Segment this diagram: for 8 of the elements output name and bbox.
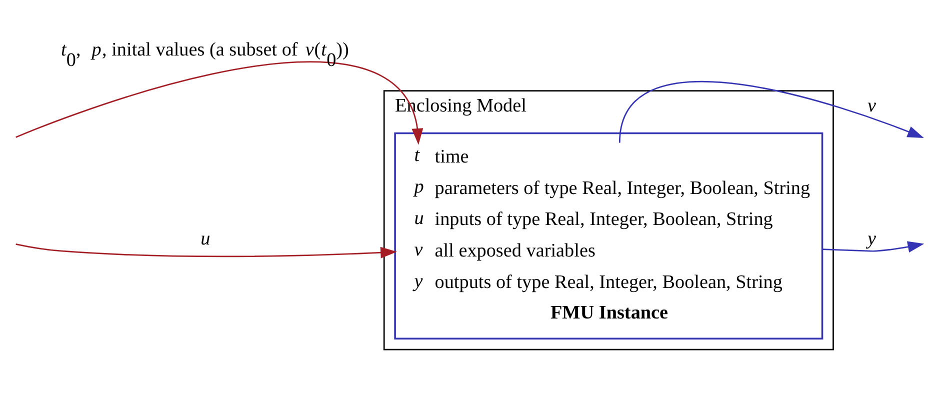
arrow (16, 60, 424, 144)
edge-label: v (867, 95, 876, 116)
edge-label: u (200, 228, 210, 249)
edge-label: y (867, 228, 876, 249)
node-box: t time p parameters of type Real, Integer, Boolean, String u inputs of type Real, Integer, Boolean, String v all exposed variables y outputs of type Real, Integer, Boolean, String FMU Instance (394, 132, 824, 339)
arrow (16, 242, 398, 258)
arrow (822, 240, 924, 252)
arrow (618, 80, 924, 142)
